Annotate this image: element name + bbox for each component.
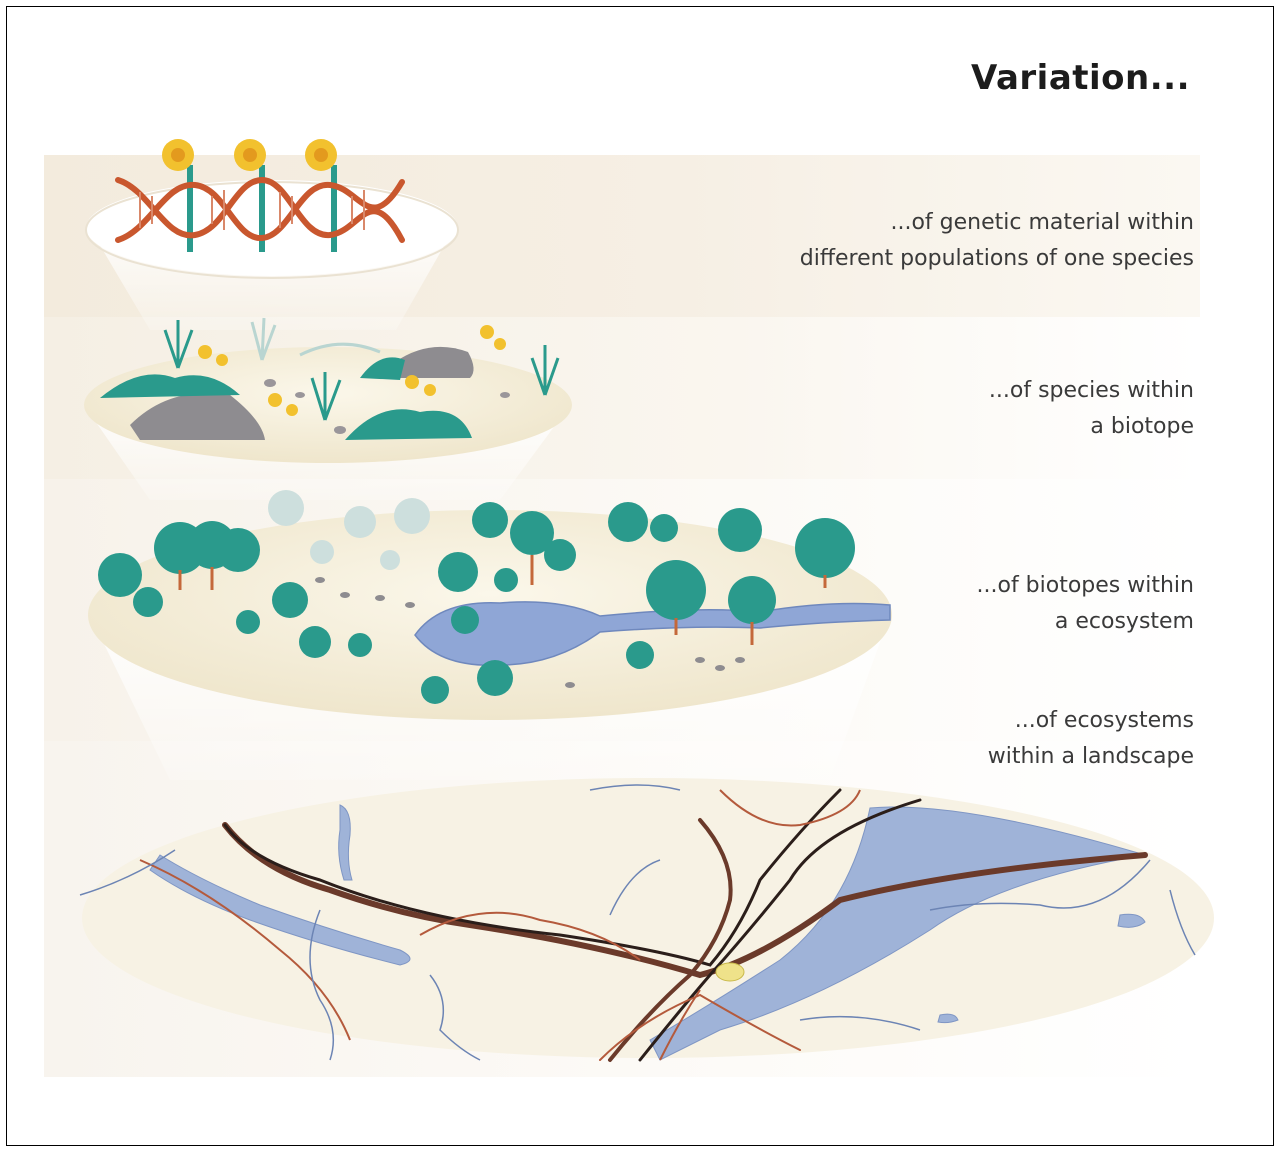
genetic-level-label-line1: ...of genetic material within: [800, 205, 1194, 241]
genetic-level-label-line2: different populations of one species: [800, 241, 1194, 277]
biotope-level-label: ...of biotopes within a ecosystem: [977, 568, 1195, 640]
species-level-label-line2: a biotope: [989, 409, 1194, 445]
biotope-level-label-line1: ...of biotopes within: [977, 568, 1195, 604]
genetic-disc: [86, 139, 458, 278]
ecosystem-level-label: ...of ecosystems within a landscape: [988, 703, 1194, 775]
biotope-level-label-line2: a ecosystem: [977, 604, 1195, 640]
landscape-disc: [80, 778, 1214, 1060]
species-level-label: ...of species within a biotope: [989, 373, 1194, 445]
ecosystem-level-label-line1: ...of ecosystems: [988, 703, 1194, 739]
biotope-disc: [88, 490, 892, 720]
species-disc: [84, 318, 572, 463]
species-level-label-line1: ...of species within: [989, 373, 1194, 409]
genetic-level-label: ...of genetic material within different …: [800, 205, 1194, 277]
town-marker: [716, 963, 744, 981]
ecosystem-level-label-line2: within a landscape: [988, 739, 1194, 775]
diagram-title: Variation...: [971, 58, 1190, 98]
